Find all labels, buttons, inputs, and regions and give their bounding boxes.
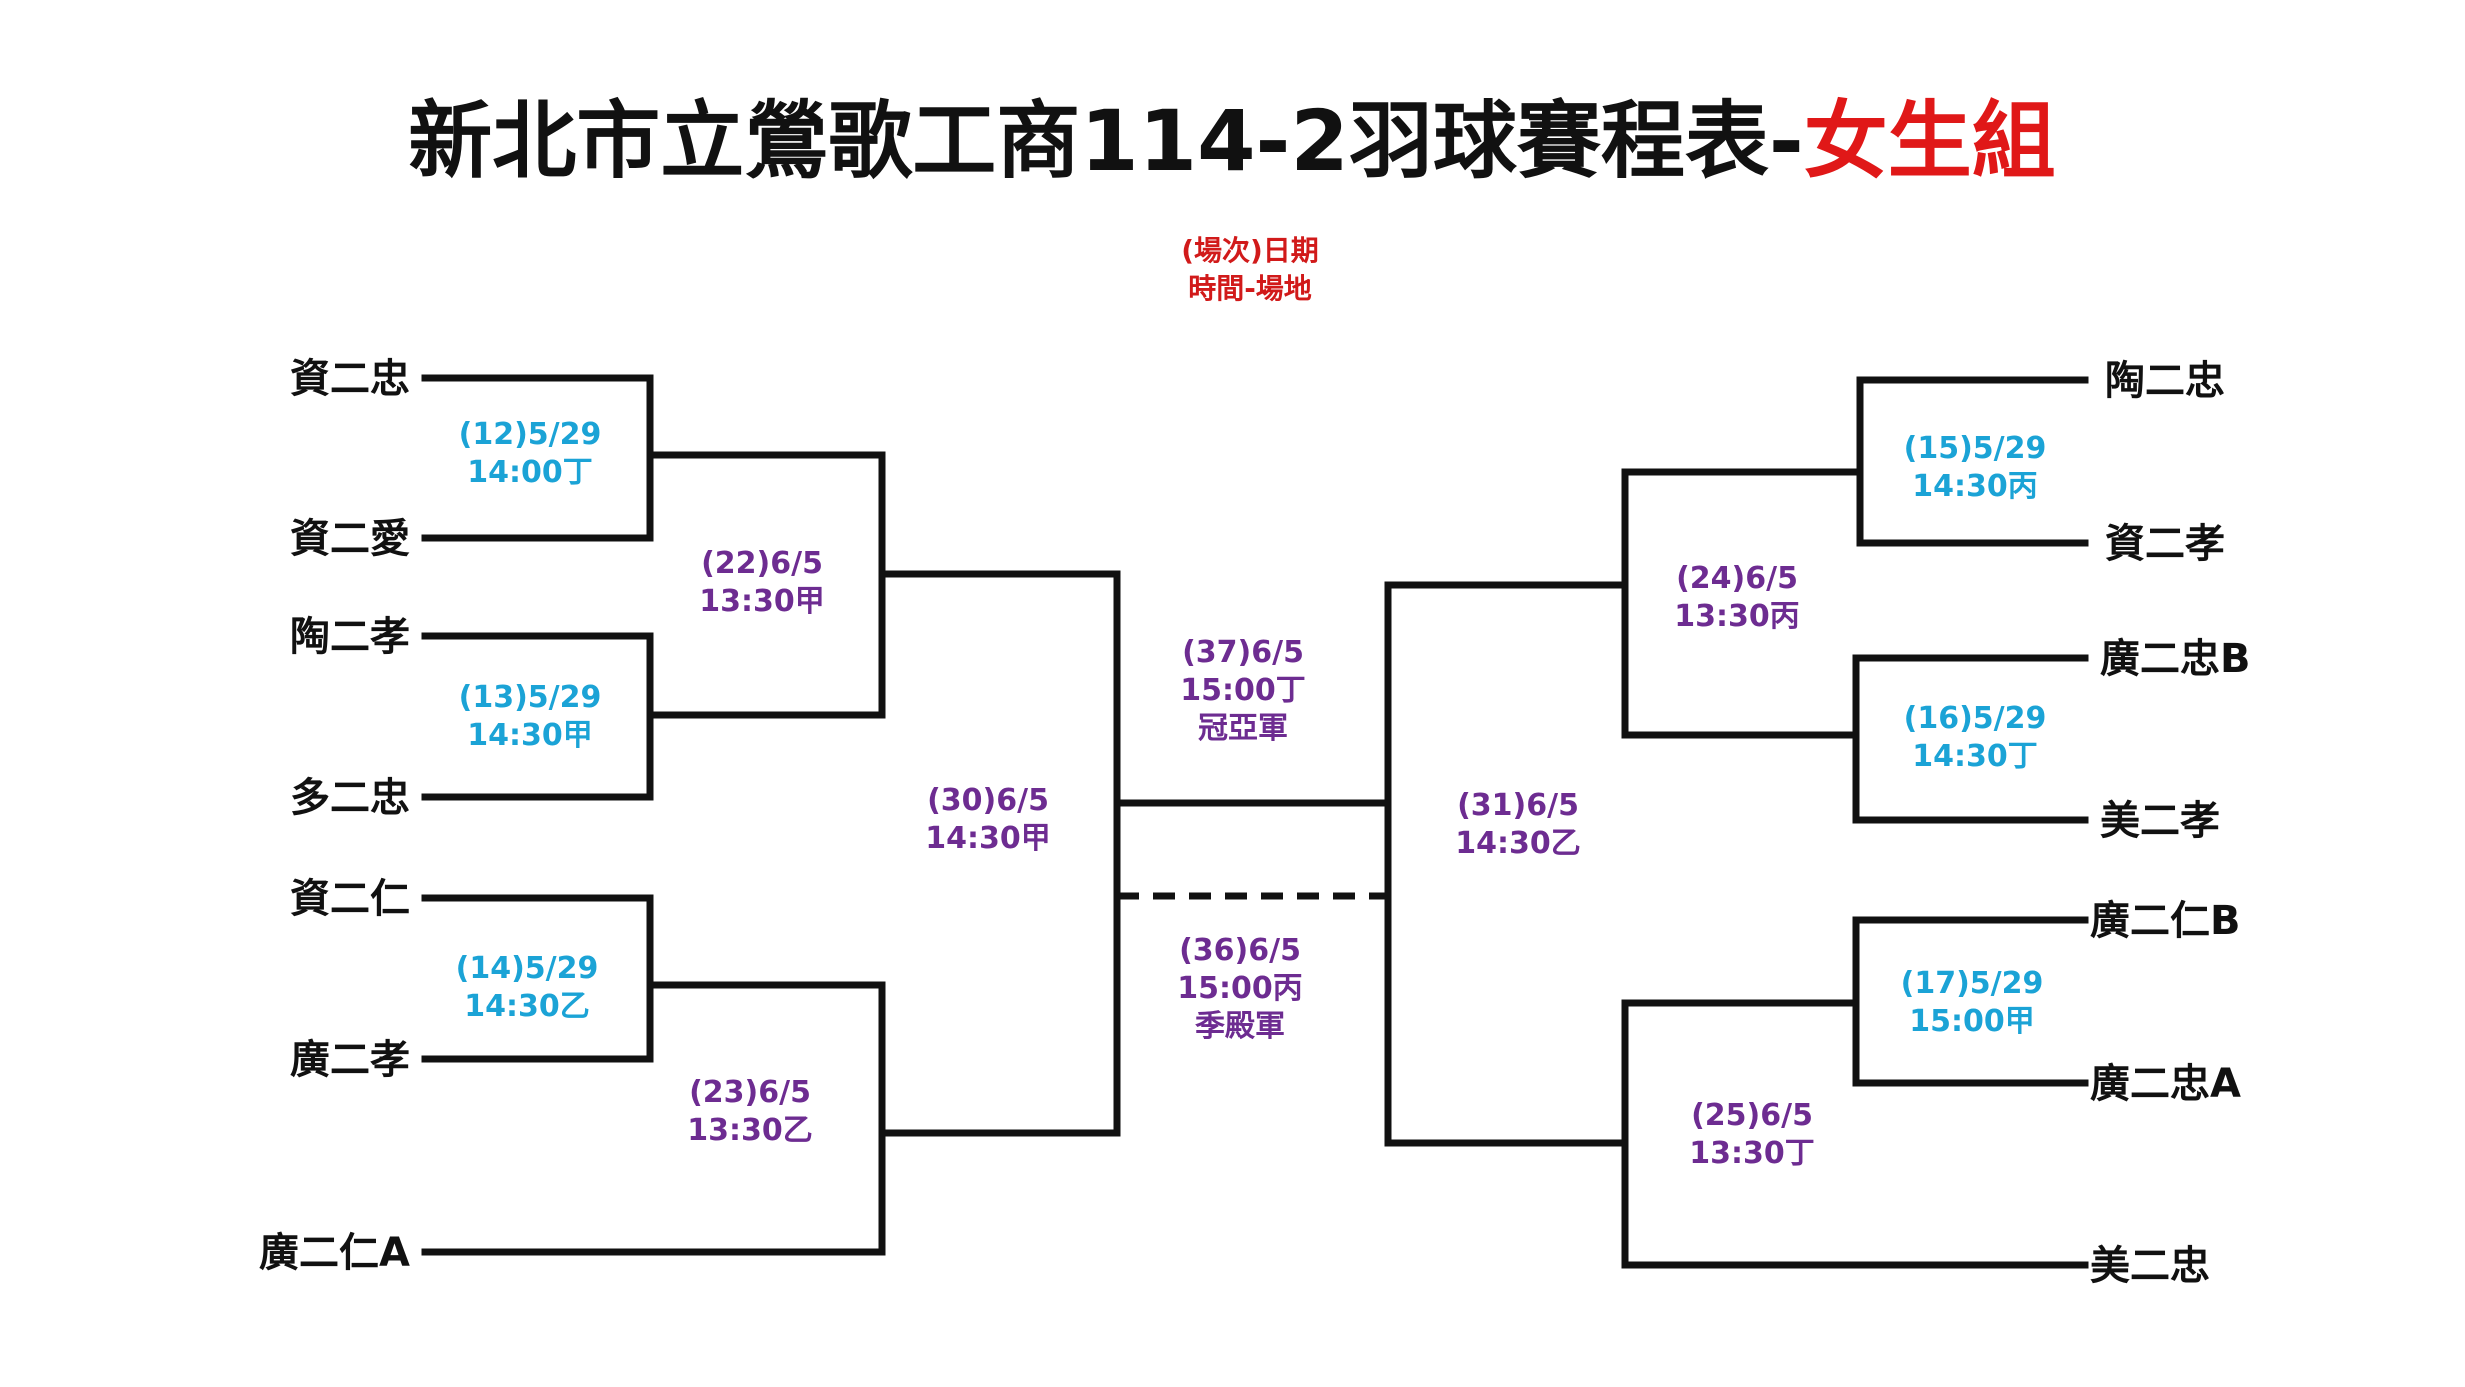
round1-labels: (12)5/29 14:00丁 (13)5/29 14:30甲 (14)5/29… [456, 417, 2047, 1039]
team-left-7: 廣二仁A [259, 1230, 410, 1276]
match-16-time: 14:30丁 [1912, 739, 2038, 774]
team-right-2: 資二孝 [2105, 521, 2225, 567]
match-24-time: 13:30丙 [1674, 599, 1800, 634]
match-17-time: 15:00甲 [1909, 1004, 2035, 1039]
match-24-id: (24)6/5 [1676, 561, 1798, 596]
match-22-id: (22)6/5 [701, 546, 823, 581]
match-12-id: (12)5/29 [459, 417, 602, 452]
match-23-time: 13:30乙 [687, 1113, 813, 1148]
match-37-time: 15:00丁 [1180, 673, 1306, 708]
match-36-time: 15:00丙 [1177, 971, 1303, 1006]
match-37-label: 冠亞軍 [1198, 711, 1288, 746]
match-23-id: (23)6/5 [689, 1075, 811, 1110]
match-36-label: 季殿軍 [1195, 1009, 1285, 1044]
match-16-id: (16)5/29 [1904, 701, 2047, 736]
match-13-id: (13)5/29 [459, 680, 602, 715]
match-25-id: (25)6/5 [1691, 1098, 1813, 1133]
team-right-7: 美二忠 [2090, 1243, 2210, 1289]
title-group: 女生組 [1804, 92, 2056, 190]
match-15-time: 14:30丙 [1912, 469, 2038, 504]
right-teams: 陶二忠 資二孝 廣二忠B 美二孝 廣二仁B 廣二忠A 美二忠 [2090, 358, 2251, 1289]
match-31-time: 14:30乙 [1455, 826, 1581, 861]
left-teams: 資二忠 資二愛 陶二孝 多二忠 資二仁 廣二孝 廣二仁A [259, 356, 410, 1276]
team-right-1: 陶二忠 [2105, 358, 2225, 404]
match-31-id: (31)6/5 [1457, 788, 1579, 823]
team-right-4: 美二孝 [2100, 798, 2220, 844]
team-left-4: 多二忠 [290, 775, 410, 821]
match-37-id: (37)6/5 [1182, 635, 1304, 670]
match-30-id: (30)6/5 [927, 783, 1049, 818]
match-14-time: 14:30乙 [464, 989, 590, 1024]
legend-line2: 時間-場地 [1188, 272, 1312, 305]
match-36-id: (36)6/5 [1179, 933, 1301, 968]
match-25-time: 13:30丁 [1689, 1136, 1815, 1171]
match-12-time: 14:00丁 [467, 455, 593, 490]
team-left-3: 陶二孝 [290, 614, 410, 660]
match-15-id: (15)5/29 [1904, 431, 2047, 466]
right-bracket-lines [1384, 376, 2089, 1269]
team-right-6: 廣二忠A [2090, 1061, 2241, 1107]
team-left-1: 資二忠 [290, 356, 410, 402]
team-left-5: 資二仁 [290, 876, 410, 922]
match-17-id: (17)5/29 [1901, 966, 2044, 1001]
team-left-2: 資二愛 [290, 516, 410, 562]
match-14-id: (14)5/29 [456, 951, 599, 986]
later-round-labels: (22)6/5 13:30甲 (23)6/5 13:30乙 (30)6/5 14… [687, 546, 1815, 1171]
left-bracket-lines [421, 374, 1121, 1256]
team-right-3: 廣二忠B [2100, 636, 2251, 682]
page-title: 新北市立鶯歌工商114-2羽球賽程表-女生組 [408, 92, 2056, 190]
match-13-time: 14:30甲 [467, 718, 593, 753]
match-22-time: 13:30甲 [699, 584, 825, 619]
match-30-time: 14:30甲 [925, 821, 1051, 856]
team-right-5: 廣二仁B [2090, 898, 2241, 944]
legend-line1: (場次)日期 [1181, 234, 1319, 267]
title-main: 新北市立鶯歌工商114-2羽球賽程表- [408, 92, 1804, 190]
team-left-6: 廣二孝 [290, 1037, 410, 1083]
